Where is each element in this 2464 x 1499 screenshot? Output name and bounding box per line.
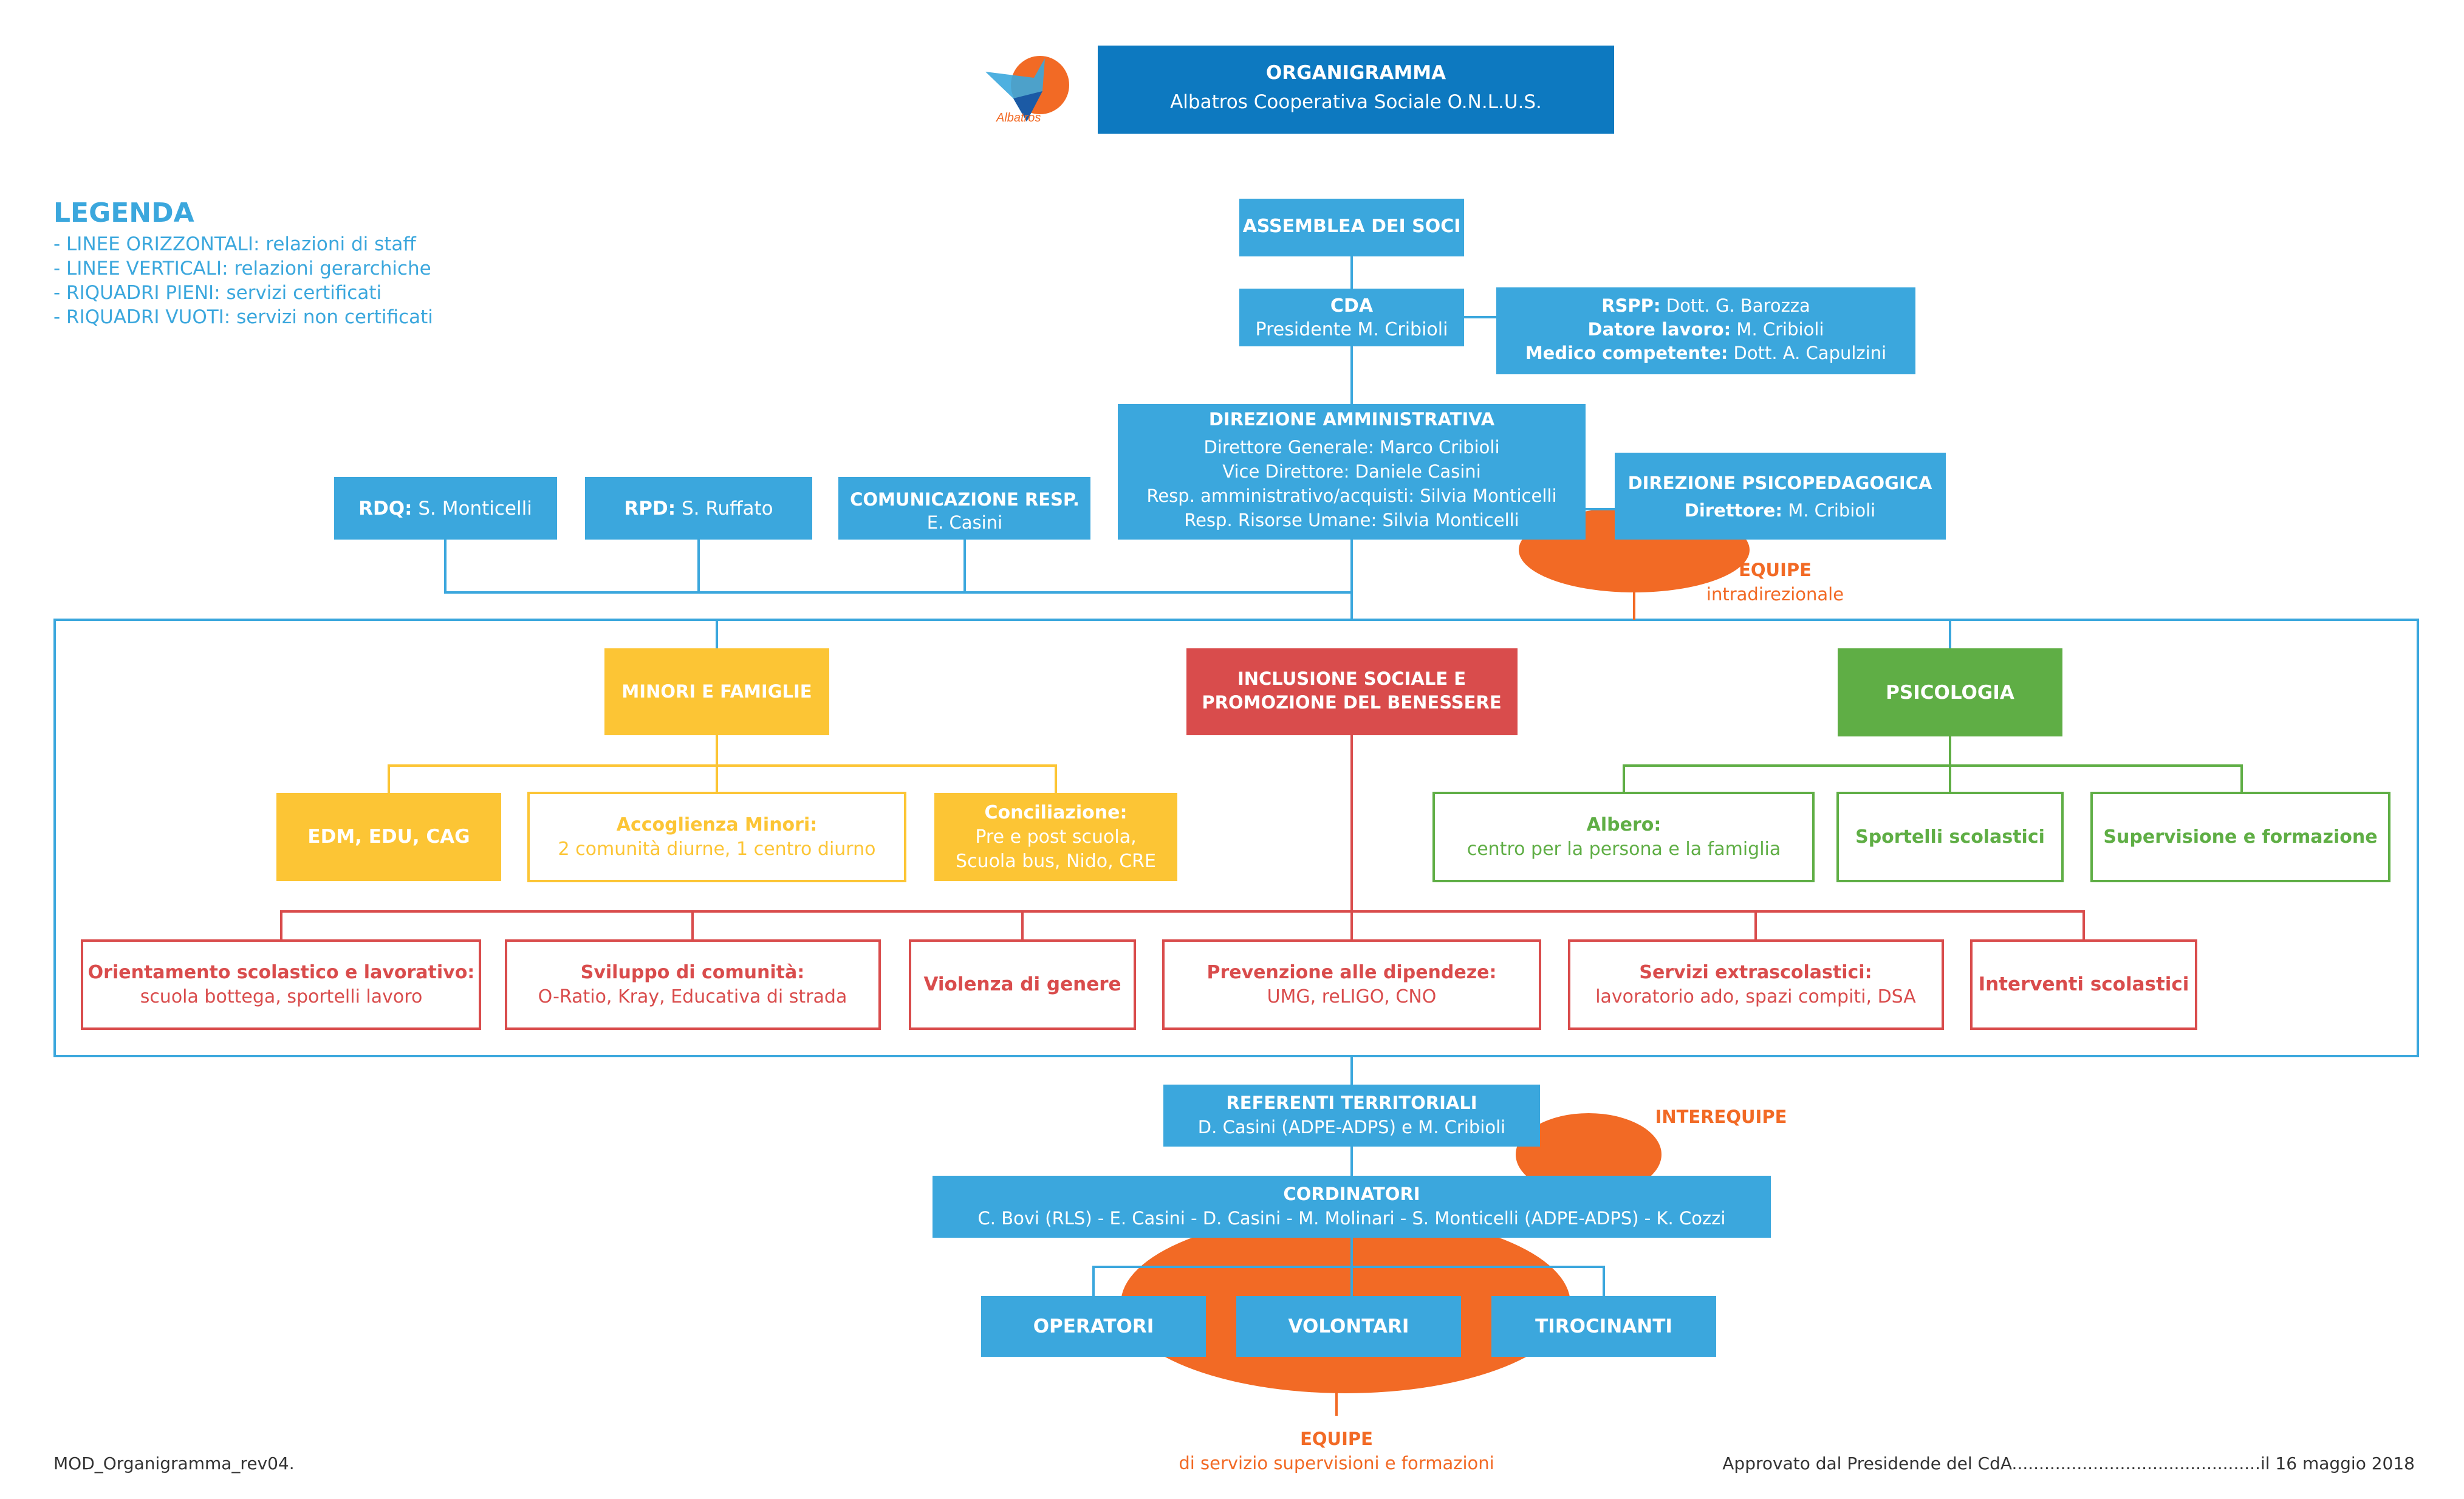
- direzione-amm-line: Resp. amministrativo/acquisti: Silvia Mo…: [1146, 485, 1556, 506]
- direzione-psico-title: DIREZIONE PSICOPEDAGOGICA: [1628, 473, 1932, 493]
- inclusione-title: PROMOZIONE DEL BENESSERE: [1202, 692, 1501, 713]
- footer-left: MOD_Organigramma_rev04.: [53, 1453, 295, 1473]
- volontari-box: [1236, 1296, 1461, 1357]
- direzione-amm-title: DIREZIONE AMMINISTRATIVA: [1209, 409, 1495, 430]
- inclusione-box: [1186, 648, 1518, 735]
- orientamento-box: [81, 939, 481, 1030]
- albatros-logo: Albatros: [985, 56, 1069, 125]
- direzione-amm-box: [1118, 404, 1586, 540]
- cda-title: CDA: [1330, 295, 1374, 317]
- coordinatori-title: CORDINATORI: [1283, 1184, 1420, 1204]
- equipe-servizio-subtitle: di servizio supervisioni e formazioni: [1179, 1453, 1494, 1473]
- rpd-box: [585, 477, 812, 540]
- edm-box: [276, 793, 501, 881]
- minori-title: MINORI E FAMIGLIE: [621, 681, 812, 702]
- legend-title: LEGENDA: [53, 197, 194, 228]
- logo-text: Albatros: [996, 111, 1041, 125]
- equipe-intra-title: EQUIPE: [1739, 560, 1812, 580]
- footer-right: Approvato dal Presidende del CdA........…: [1722, 1453, 2415, 1473]
- direzione-amm-line: Resp. Risorse Umane: Silvia Monticelli: [1184, 510, 1519, 530]
- supervisione-text: Supervisione e formazione: [2103, 826, 2377, 848]
- header-box: [1098, 46, 1614, 134]
- violenza-box: [909, 939, 1136, 1030]
- legend-item: - RIQUADRI VUOTI: servizi non certificat…: [53, 306, 433, 328]
- tirocinanti-title: TIROCINANTI: [1535, 1315, 1672, 1337]
- operatori-box: [981, 1296, 1206, 1357]
- operatori-title: OPERATORI: [1033, 1315, 1154, 1337]
- interequipe-blob: [1516, 1113, 1661, 1196]
- assemblea-box: [1239, 199, 1464, 256]
- header-title: ORGANIGRAMMA: [1266, 62, 1446, 84]
- accoglienza-box: [527, 792, 906, 882]
- accoglienza-title: Accoglienza Minori:: [617, 814, 817, 835]
- sviluppo-title: Sviluppo di comunità:: [581, 962, 805, 983]
- safety-medico: Medico competente: Dott. A. Capulzini: [1525, 343, 1886, 363]
- psicologia-box: [1838, 648, 2062, 736]
- extrascolastici-box: [1568, 939, 1944, 1030]
- interventi-title: Interventi scolastici: [1979, 973, 2189, 995]
- supervisione-box: [2090, 792, 2390, 882]
- inclusione-title: INCLUSIONE SOCIALE E: [1237, 668, 1466, 689]
- coordinatori-line: C. Bovi (RLS) - E. Casini - D. Casini - …: [978, 1208, 1726, 1229]
- prevenzione-box: [1162, 939, 1541, 1030]
- safety-rspp: RSPP: Dott. G. Barozza: [1601, 295, 1810, 316]
- referenti-line: D. Casini (ADPE-ADPS) e M. Cribioli: [1198, 1117, 1505, 1137]
- tirocinanti-box: [1491, 1296, 1716, 1357]
- sviluppo-line: O-Ratio, Kray, Educativa di strada: [538, 986, 847, 1007]
- extrascolastici-line: lavoratorio ado, spazi compiti, DSA: [1595, 986, 1916, 1007]
- direzione-amm-line: Direttore Generale: Marco Cribioli: [1204, 437, 1500, 458]
- legend-item: - RIQUADRI PIENI: servizi certificati: [53, 282, 382, 304]
- referenti-box: [1163, 1085, 1540, 1147]
- prevenzione-title: Prevenzione alle dipendeze:: [1206, 962, 1496, 983]
- conciliazione-line: Pre e post scuola,: [975, 826, 1136, 848]
- sportelli-box: [1836, 792, 2064, 882]
- albero-box: [1432, 792, 1815, 882]
- safety-datore: Datore lavoro: M. Cribioli: [1588, 319, 1824, 340]
- sviluppo-box: [505, 939, 881, 1030]
- direzione-amm-line: Vice Direttore: Daniele Casini: [1222, 461, 1481, 482]
- header-subtitle: Albatros Cooperativa Sociale O.N.L.U.S.: [1170, 91, 1542, 113]
- albero-title: Albero:: [1587, 814, 1661, 835]
- comunicazione-title: COMUNICAZIONE RESP.: [850, 489, 1080, 510]
- legend-item: - LINEE VERTICALI: relazioni gerarchiche: [53, 258, 431, 280]
- extrascolastici-title: Servizi extrascolastici:: [1639, 962, 1872, 983]
- conciliazione-line: Scuola bus, Nido, CRE: [956, 851, 1156, 872]
- rdq-box: [334, 477, 557, 540]
- comunicazione-box: [838, 477, 1090, 540]
- inclusione-services: Orientamento scolastico e lavorativo: sc…: [81, 939, 2197, 1030]
- violenza-title: Violenza di genere: [923, 973, 1121, 995]
- cda-line: Presidente M. Cribioli: [1256, 319, 1448, 340]
- interventi-box: [1970, 939, 2197, 1030]
- direzione-psico-line: Direttore: M. Cribioli: [1685, 500, 1875, 521]
- orientamento-title: Orientamento scolastico e lavorativo:: [88, 962, 475, 983]
- conciliazione-box: [934, 793, 1177, 881]
- volontari-title: VOLONTARI: [1288, 1315, 1409, 1337]
- cda-box: [1239, 289, 1464, 346]
- legend: LEGENDA - LINEE ORIZZONTALI: relazioni d…: [53, 197, 433, 328]
- sportelli-text: Sportelli scolastici: [1855, 826, 2045, 848]
- direzione-psico-box: [1615, 453, 1946, 540]
- prevenzione-line: UMG, reLIGO, CNO: [1267, 986, 1437, 1007]
- accoglienza-line: 2 comunità diurne, 1 centro diurno: [558, 839, 876, 860]
- safety-box: [1496, 287, 1915, 374]
- equipe-servizio-title: EQUIPE: [1300, 1429, 1373, 1449]
- psicologia-title: PSICOLOGIA: [1886, 682, 2014, 704]
- minori-box: [604, 648, 829, 735]
- legend-item: - LINEE ORIZZONTALI: relazioni di staff: [53, 233, 416, 255]
- assemblea-title: ASSEMBLEA DEI SOCI: [1243, 216, 1461, 237]
- coordinatori-box: [933, 1176, 1771, 1238]
- equipe-intra-subtitle: intradirezionale: [1706, 584, 1844, 605]
- albero-line: centro per la persona e la famiglia: [1467, 839, 1781, 860]
- rdq-text: RDQ: S. Monticelli: [358, 498, 532, 520]
- comunicazione-value: E. Casini: [927, 512, 1002, 533]
- edm-text: EDM, EDU, CAG: [307, 826, 470, 848]
- orientamento-line: scuola bottega, sportelli lavoro: [140, 986, 423, 1007]
- interequipe-label: INTEREQUIPE: [1655, 1106, 1787, 1127]
- rpd-text: RPD: S. Ruffato: [624, 498, 773, 520]
- connector-lines: [53, 256, 2419, 1416]
- conciliazione-title: Conciliazione:: [985, 802, 1128, 823]
- referenti-title: REFERENTI TERRITORIALI: [1226, 1093, 1477, 1113]
